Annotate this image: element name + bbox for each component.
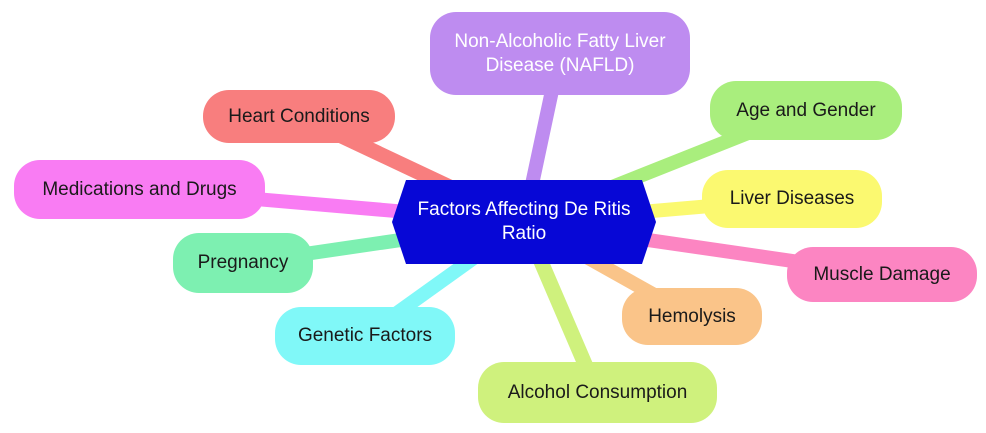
node-genetic-factors-label: Genetic Factors: [297, 325, 433, 347]
node-medications-and-drugs-label: Medications and Drugs: [42, 178, 237, 200]
node-hemolysis-label: Hemolysis: [648, 305, 736, 327]
node-pregnancy-label: Pregnancy: [197, 252, 289, 274]
node-muscle-damage-label: Muscle Damage: [813, 263, 951, 285]
node-liver-diseases: Liver Diseases: [702, 170, 882, 228]
node-medications-and-drugs: Medications and Drugs: [14, 160, 265, 219]
node-heart-conditions: Heart Conditions: [203, 90, 395, 143]
central-node: Factors Affecting De Ritis Ratio: [392, 180, 656, 264]
node-genetic-factors: Genetic Factors: [275, 307, 455, 365]
node-age-and-gender: Age and Gender: [710, 81, 902, 140]
node-muscle-damage: Muscle Damage: [787, 247, 977, 302]
node-nafld-label-line1: Non-Alcoholic Fatty Liver: [454, 30, 666, 52]
node-hemolysis: Hemolysis: [622, 288, 762, 345]
node-pregnancy: Pregnancy: [173, 233, 313, 293]
node-alcohol-consumption: Alcohol Consumption: [478, 362, 717, 423]
node-nafld-label-line2: Disease (NAFLD): [485, 54, 635, 76]
node-heart-conditions-label: Heart Conditions: [228, 105, 370, 127]
node-liver-diseases-label: Liver Diseases: [729, 188, 855, 210]
node-alcohol-consumption-label: Alcohol Consumption: [507, 381, 688, 403]
node-nafld: Non-Alcoholic Fatty Liver Disease (NAFLD…: [430, 12, 690, 95]
central-node-label-line2: Ratio: [501, 223, 547, 244]
node-age-and-gender-label: Age and Gender: [736, 99, 876, 121]
central-node-label-line1: Factors Affecting De Ritis: [417, 199, 631, 221]
